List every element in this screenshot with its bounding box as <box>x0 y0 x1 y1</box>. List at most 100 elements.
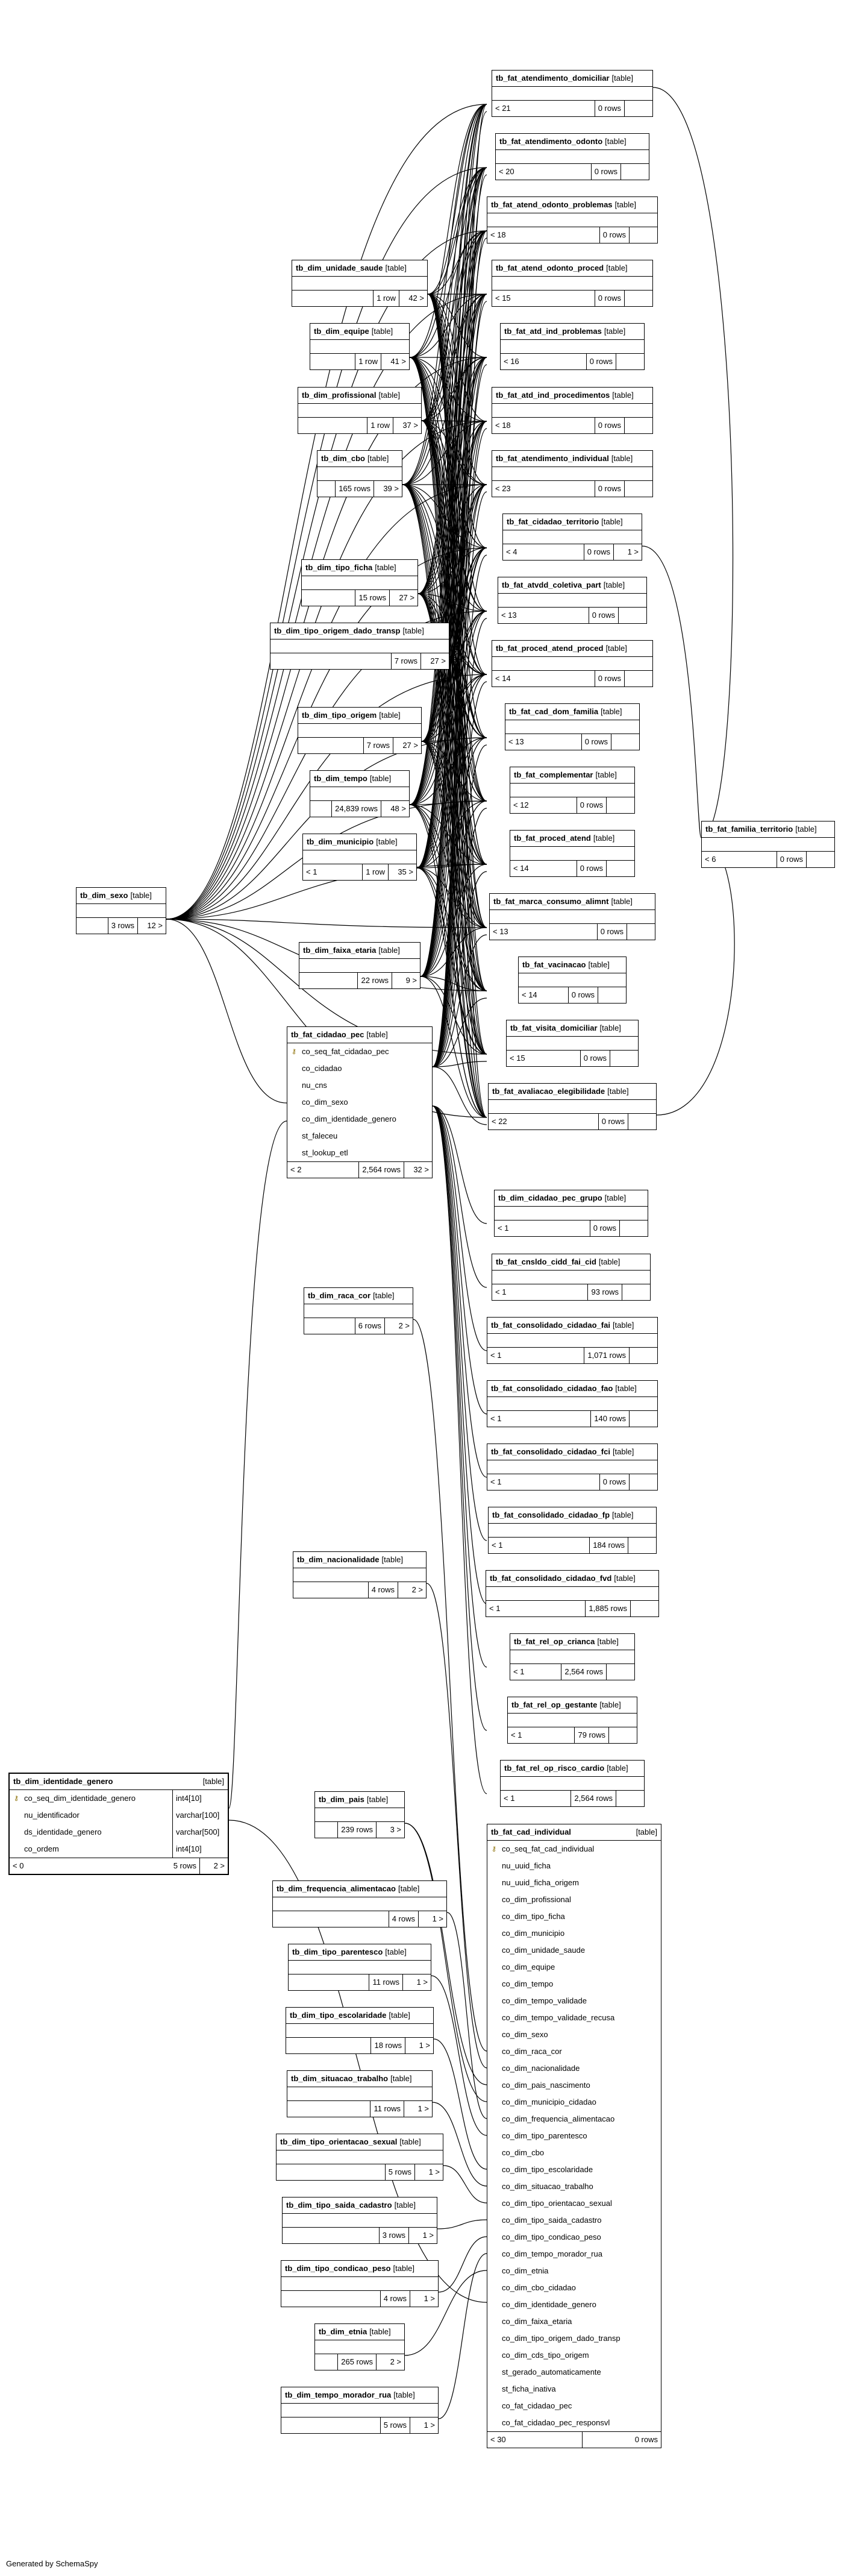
column-row[interactable]: nu_uuid_ficha <box>487 1858 661 1874</box>
table-box[interactable]: tb_fat_atendimento_domiciliar[table]< 21… <box>492 70 653 117</box>
column-row[interactable]: st_lookup_etl <box>287 1145 432 1161</box>
column-row[interactable]: co_dim_tipo_escolaridade <box>487 2161 661 2178</box>
column-row[interactable]: co_dim_municipio <box>487 1925 661 1942</box>
column-row[interactable]: co_cidadao <box>287 1060 432 1077</box>
children-count[interactable]: 1 > <box>410 2291 438 2307</box>
children-count[interactable]: 1 > <box>405 2038 433 2053</box>
parents-count[interactable]: < 1 <box>490 1351 502 1360</box>
parents-count[interactable]: < 1 <box>511 1730 522 1739</box>
parents-count[interactable]: < 1 <box>498 1224 509 1233</box>
parents-count[interactable]: < 30 <box>490 2435 506 2444</box>
parents-count[interactable] <box>77 918 108 934</box>
parents-count[interactable] <box>283 2228 379 2243</box>
children-count[interactable] <box>606 861 634 876</box>
children-count[interactable]: 1 > <box>613 544 642 560</box>
column-row[interactable]: co_fat_cidadao_pec_responsvl <box>487 2414 661 2431</box>
children-count[interactable] <box>611 734 639 750</box>
children-count[interactable] <box>624 291 652 306</box>
column-row[interactable]: ⚷co_seq_fat_cidadao_pec <box>287 1043 432 1060</box>
column-row[interactable]: co_dim_tipo_ficha <box>487 1908 661 1925</box>
children-count[interactable]: 2 > <box>199 1858 228 1874</box>
column-row[interactable]: st_faleceu <box>287 1128 432 1145</box>
children-count[interactable] <box>629 1348 657 1363</box>
column-row[interactable]: co_dim_tipo_origem_dado_transp <box>487 2330 661 2347</box>
children-count[interactable]: 37 > <box>393 418 421 433</box>
parents-count[interactable] <box>315 1822 337 1838</box>
children-count[interactable] <box>598 987 626 1003</box>
children-count[interactable]: 27 > <box>389 590 417 606</box>
parents-count[interactable]: < 1 <box>504 1794 515 1803</box>
children-count[interactable] <box>618 608 646 623</box>
children-count[interactable] <box>806 852 834 867</box>
column-row[interactable]: co_dim_unidade_saude <box>487 1942 661 1959</box>
children-count[interactable] <box>606 797 634 813</box>
parents-count[interactable]: < 1 <box>513 1667 525 1676</box>
children-count[interactable] <box>624 671 652 686</box>
children-count[interactable]: 12 > <box>137 918 166 934</box>
children-count[interactable] <box>624 418 652 433</box>
column-row[interactable]: co_dim_sexo <box>487 2026 661 2043</box>
parents-count[interactable]: < 6 <box>705 855 716 864</box>
children-count[interactable] <box>629 227 657 243</box>
parents-count[interactable] <box>302 590 355 606</box>
children-count[interactable] <box>616 1791 644 1806</box>
children-count[interactable]: 1 > <box>408 2228 437 2243</box>
column-row[interactable]: st_gerado_automaticamente <box>487 2364 661 2381</box>
parents-count[interactable]: < 15 <box>510 1054 525 1063</box>
parents-count[interactable]: < 22 <box>492 1117 507 1126</box>
parents-count[interactable] <box>298 738 363 753</box>
children-count[interactable]: 41 > <box>381 354 409 369</box>
parents-count[interactable]: < 4 <box>506 547 517 556</box>
column-row[interactable]: co_dim_identidade_genero <box>287 1111 432 1128</box>
parents-count[interactable]: < 1 <box>489 1604 501 1613</box>
column-row[interactable]: co_dim_tipo_condicao_peso <box>487 2229 661 2246</box>
column-row[interactable]: co_dim_profissional <box>487 1891 661 1908</box>
column-row[interactable]: co_dim_raca_cor <box>487 2043 661 2060</box>
parents-count[interactable]: < 13 <box>501 611 517 620</box>
column-row[interactable]: co_dim_tipo_parentesco <box>487 2128 661 2144</box>
table-box[interactable]: tb_fat_consolidado_cidadao_fao[table]< 1… <box>487 1380 658 1427</box>
parents-count[interactable] <box>270 653 391 669</box>
parents-count[interactable] <box>289 1974 369 1990</box>
parents-count[interactable]: < 1 <box>492 1541 503 1550</box>
children-count[interactable] <box>630 1601 658 1616</box>
parents-count[interactable]: < 14 <box>513 864 529 873</box>
parents-count[interactable] <box>277 2164 385 2180</box>
children-count[interactable]: 1 > <box>404 2101 432 2117</box>
column-row[interactable]: co_dim_faixa_etaria <box>487 2313 661 2330</box>
table-box[interactable]: tb_fat_avaliacao_elegibilidade[table]< 2… <box>488 1083 657 1130</box>
children-count[interactable] <box>627 924 655 940</box>
children-count[interactable]: 1 > <box>410 2417 438 2433</box>
children-count[interactable]: 2 > <box>398 1582 426 1598</box>
children-count[interactable] <box>622 1284 650 1300</box>
column-row[interactable]: co_dim_cbo <box>487 2144 661 2161</box>
parents-count[interactable]: < 16 <box>504 357 519 366</box>
parents-count[interactable] <box>281 2291 380 2307</box>
parents-count[interactable] <box>292 291 373 306</box>
column-row[interactable]: co_dim_tempo_morador_rua <box>487 2246 661 2263</box>
column-row[interactable]: co_dim_identidade_genero <box>487 2296 661 2313</box>
column-row[interactable]: co_dim_tempo_validade <box>487 1993 661 2009</box>
children-count[interactable]: 3 > <box>376 1822 404 1838</box>
